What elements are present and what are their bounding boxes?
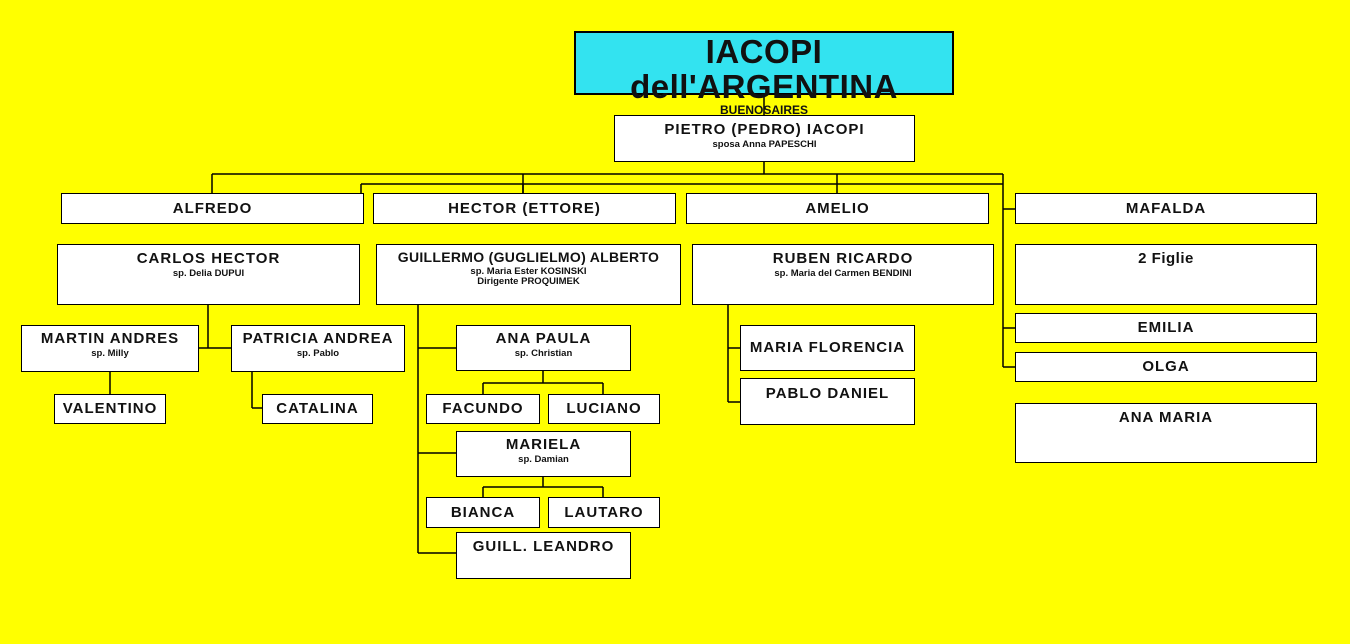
person-spouse: sp. Pablo	[296, 347, 340, 359]
person-name: EMILIA	[1137, 319, 1195, 337]
person-emilia: EMILIA	[1015, 313, 1317, 343]
person-name: MARIELA	[505, 436, 582, 453]
person-ana-paula: ANA PAULA sp. Christian	[456, 325, 631, 371]
person-name: OLGA	[1142, 358, 1190, 376]
page-subtitle: BUENOSAIRES	[719, 103, 808, 118]
person-guill-leandro: GUILL. LEANDRO	[456, 532, 631, 579]
person-spouse: sp. Milly	[91, 347, 129, 359]
person-name: PATRICIA ANDREA	[242, 330, 394, 347]
person-ruben: RUBEN RICARDO sp. Maria del Carmen BENDI…	[692, 244, 994, 305]
person-spouse: sp. Christian	[514, 347, 573, 359]
person-name: PIETRO (PEDRO) IACOPI	[664, 121, 865, 138]
person-name: CATALINA	[276, 400, 359, 418]
person-pietro: PIETRO (PEDRO) IACOPI sposa Anna PAPESCH…	[614, 115, 915, 162]
person-name: 2 Figlie	[1138, 250, 1194, 267]
person-name: MARTIN ANDRES	[40, 330, 180, 347]
person-name: VALENTINO	[62, 400, 158, 418]
person-spouse: sp. Maria Ester KOSINSKI	[470, 265, 587, 277]
person-mafalda: MAFALDA	[1015, 193, 1317, 224]
person-spouse: sp. Damian	[518, 453, 569, 465]
person-name: ANA PAULA	[495, 330, 592, 347]
person-name: PABLO DANIEL	[765, 385, 890, 402]
person-spouse: sposa Anna PAPESCHI	[712, 138, 817, 150]
person-name: MARIA FLORENCIA	[749, 339, 906, 357]
person-lautaro: LAUTARO	[548, 497, 660, 528]
person-spouse: sp. Maria del Carmen BENDINI	[774, 267, 912, 279]
person-name: FACUNDO	[442, 400, 524, 418]
person-name: MAFALDA	[1125, 199, 1207, 217]
person-name: RUBEN RICARDO	[772, 250, 914, 267]
person-alfredo: ALFREDO	[61, 193, 364, 224]
person-name: HECTOR (ETTORE)	[448, 199, 601, 217]
person-hector: HECTOR (ETTORE)	[373, 193, 676, 224]
person-olga: OLGA	[1015, 352, 1317, 382]
person-name: CARLOS HECTOR	[136, 250, 281, 267]
person-name: BIANCA	[450, 503, 516, 521]
person-pablo-daniel: PABLO DANIEL	[740, 378, 915, 425]
person-mariela: MARIELA sp. Damian	[456, 431, 631, 477]
person-amelio: AMELIO	[686, 193, 989, 224]
title-box: IACOPI dell'ARGENTINA BUENOSAIRES	[574, 31, 954, 116]
person-luciano: LUCIANO	[548, 394, 660, 424]
person-guillermo: GUILLERMO (GUGLIELMO) ALBERTO sp. Maria …	[376, 244, 681, 305]
person-ana-maria: ANA MARIA	[1015, 403, 1317, 463]
person-maria-florencia: MARIA FLORENCIA	[740, 325, 915, 371]
person-valentino: VALENTINO	[54, 394, 166, 424]
person-name: AMELIO	[805, 199, 870, 217]
person-martin-andres: MARTIN ANDRES sp. Milly	[21, 325, 199, 372]
person-name: GUILL. LEANDRO	[472, 538, 615, 555]
person-name: LUCIANO	[566, 400, 642, 418]
person-name: ANA MARIA	[1118, 409, 1214, 426]
person-2-figlie: 2 Figlie	[1015, 244, 1317, 305]
person-bianca: BIANCA	[426, 497, 540, 528]
person-carlos-hector: CARLOS HECTOR sp. Delia DUPUI	[57, 244, 360, 305]
person-name: LAUTARO	[564, 503, 644, 521]
person-spouse: sp. Delia DUPUI	[172, 267, 245, 279]
person-patricia-andrea: PATRICIA ANDREA sp. Pablo	[231, 325, 405, 372]
page-title: IACOPI dell'ARGENTINA	[630, 33, 898, 105]
person-name: ALFREDO	[172, 199, 253, 217]
person-note: Dirigente PROQUIMEK	[477, 275, 580, 287]
person-name: GUILLERMO (GUGLIELMO) ALBERTO	[397, 249, 660, 265]
person-catalina: CATALINA	[262, 394, 373, 424]
person-facundo: FACUNDO	[426, 394, 540, 424]
